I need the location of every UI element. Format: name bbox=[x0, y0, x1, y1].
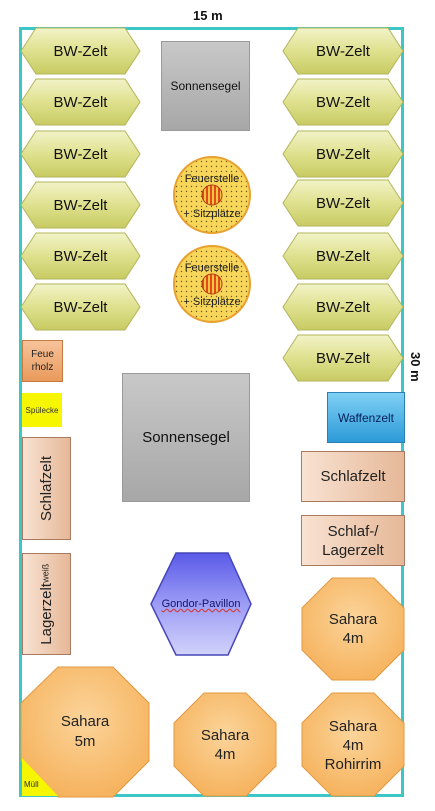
bw-zelt-right-5 bbox=[282, 232, 404, 280]
sonnensegel-large-label: Sonnensegel bbox=[142, 429, 230, 446]
bw-zelt-left-1 bbox=[20, 27, 141, 75]
sahara-tent-2-line1: Sahara bbox=[60, 713, 110, 730]
sahara-tent-4-label: Sahara 4m Rohirrim bbox=[302, 714, 404, 776]
bw-zelt-label: BW-Zelt bbox=[316, 298, 370, 316]
bw-zelt-right-1 bbox=[282, 27, 404, 75]
bw-zelt-left-5 bbox=[20, 232, 141, 280]
bw-zelt-right-4 bbox=[282, 179, 404, 227]
length-dimension-label: 30 m bbox=[408, 352, 423, 382]
sahara-tent-3-line2: 4m bbox=[214, 746, 236, 763]
gondor-pavillon-shape bbox=[150, 552, 252, 656]
feuerstelle-1-line1: Feuerstelle bbox=[184, 173, 240, 185]
schlafzelt-right-label: Schlafzelt bbox=[320, 468, 386, 485]
feuerstelle-1 bbox=[173, 156, 251, 234]
sahara-tent-4-line2: 4m bbox=[342, 736, 364, 754]
bw-zelt-label: BW-Zelt bbox=[53, 42, 108, 60]
gondor-pavillon-label: Gondor-Pavillon bbox=[161, 598, 241, 610]
sahara-tent-3 bbox=[173, 692, 277, 797]
feuerholz-line2: rholz bbox=[31, 362, 54, 373]
feuerholz-box: Feue rholz bbox=[22, 340, 63, 382]
bw-zelt-left-4 bbox=[20, 181, 141, 229]
bw-zelt-label: BW-Zelt bbox=[316, 349, 370, 367]
sahara-tent-2 bbox=[20, 666, 150, 798]
bw-zelt-label: BW-Zelt bbox=[316, 145, 370, 163]
sahara-tent-2-label: Sahara 5m bbox=[21, 710, 149, 754]
bw-zelt-label: BW-Zelt bbox=[53, 145, 108, 163]
bw-zelt-right-6 bbox=[282, 283, 404, 331]
schlaf-lagerzelt-box: Schlaf-/ Lagerzelt bbox=[301, 515, 405, 566]
schlafzelt-left-label: Schlafzelt bbox=[38, 455, 55, 522]
bw-zelt-right-7 bbox=[282, 334, 404, 382]
feuerstelle-1-line2: + Sitzplätze bbox=[183, 208, 241, 220]
schlaf-lagerzelt-line2: Lagerzelt bbox=[322, 541, 384, 559]
sahara-tent-2-line2: 5m bbox=[74, 733, 96, 750]
bw-zelt-left-3 bbox=[20, 130, 141, 178]
spuelecke-label: Spülecke bbox=[25, 405, 59, 415]
muell-area-shape bbox=[22, 758, 58, 796]
sonnensegel-small: Sonnensegel bbox=[161, 41, 250, 131]
bw-zelt-left-6 bbox=[20, 283, 141, 331]
feuerstelle-2-line1: Feuerstelle bbox=[184, 262, 240, 274]
spuelecke-box: Spülecke bbox=[22, 393, 62, 427]
sahara-tent-3-line1: Sahara bbox=[200, 727, 250, 744]
bw-zelt-left-2 bbox=[20, 78, 141, 126]
bw-zelt-label: BW-Zelt bbox=[53, 93, 108, 111]
schlaf-lagerzelt-line1: Schlaf-/ bbox=[327, 522, 379, 540]
feuerholz-line1: Feue bbox=[31, 349, 54, 360]
sonnensegel-small-label: Sonnensegel bbox=[170, 79, 241, 93]
width-dimension-label: 15 m bbox=[193, 8, 223, 23]
bw-zelt-label: BW-Zelt bbox=[53, 298, 108, 316]
lagerzelt-box: Lagerzelt weiß bbox=[22, 553, 71, 655]
schlafzelt-right-box: Schlafzelt bbox=[301, 451, 405, 502]
bw-zelt-right-2 bbox=[282, 78, 404, 126]
bw-zelt-label: BW-Zelt bbox=[53, 247, 108, 265]
sahara-tent-4 bbox=[301, 692, 405, 797]
sahara-tent-1-label: Sahara 4m bbox=[302, 608, 404, 650]
bw-zelt-right-3 bbox=[282, 130, 404, 178]
feuerstelle-2-line2: + Sitzplätze bbox=[183, 296, 241, 308]
sahara-tent-4-line3: Rohirrim bbox=[324, 755, 382, 773]
sahara-tent-1 bbox=[301, 577, 405, 681]
bw-zelt-label: BW-Zelt bbox=[316, 42, 370, 60]
sahara-tent-4-line1: Sahara bbox=[328, 717, 378, 735]
sonnensegel-large: Sonnensegel bbox=[122, 373, 250, 502]
waffenzelt-box: Waffenzelt bbox=[327, 392, 405, 443]
bw-zelt-label: BW-Zelt bbox=[316, 247, 370, 265]
sahara-tent-1-line1: Sahara bbox=[328, 611, 378, 628]
bw-zelt-label: BW-Zelt bbox=[53, 196, 108, 214]
waffenzelt-label: Waffenzelt bbox=[337, 410, 395, 425]
sahara-tent-1-line2: 4m bbox=[342, 630, 364, 647]
lagerzelt-sub-label: weiß bbox=[40, 563, 51, 583]
schlafzelt-left-box: Schlafzelt bbox=[22, 437, 71, 540]
muell-label: Müll bbox=[24, 780, 39, 789]
lagerzelt-label: Lagerzelt bbox=[38, 582, 55, 645]
feuerstelle-2 bbox=[173, 245, 251, 323]
bw-zelt-label: BW-Zelt bbox=[316, 194, 370, 212]
sahara-tent-3-label: Sahara 4m bbox=[174, 724, 276, 766]
bw-zelt-label: BW-Zelt bbox=[316, 93, 370, 111]
